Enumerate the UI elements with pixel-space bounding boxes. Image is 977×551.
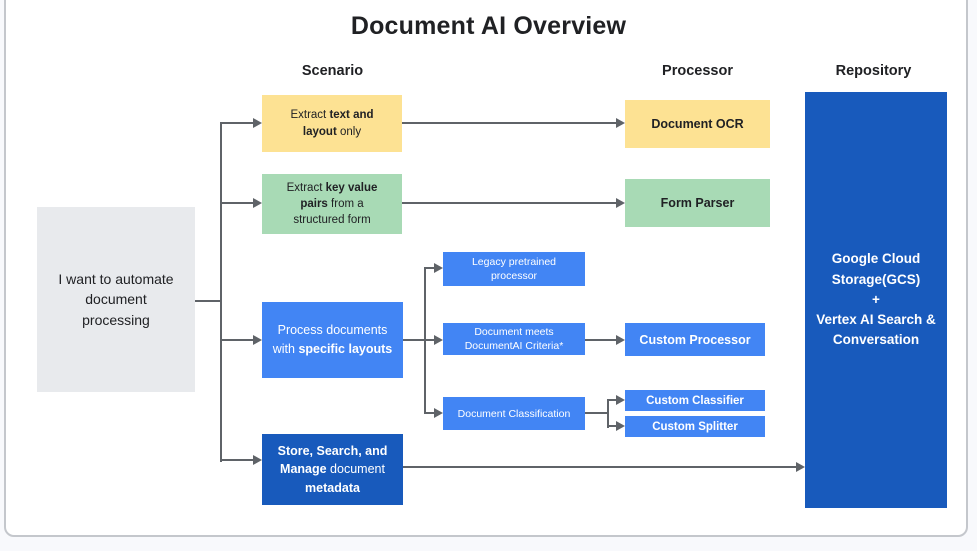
connector-trunk-to-extract-text <box>220 122 253 124</box>
connector-classification-out <box>585 412 609 414</box>
arrowhead-to-meets-criteria <box>434 335 443 345</box>
connector-to-legacy <box>424 267 434 269</box>
arrowhead-to-form-parser <box>616 198 625 208</box>
arrowhead-to-store-search <box>253 455 262 465</box>
repository-line-plus: + <box>872 291 880 307</box>
scenario-store-search-manage-box: Store, Search, and Manage document metad… <box>262 434 403 505</box>
connector-store-to-repository <box>403 466 796 468</box>
connector-sub-trunk <box>424 267 426 414</box>
arrowhead-to-document-ocr <box>616 118 625 128</box>
arrowhead-to-custom-processor <box>616 335 625 345</box>
arrowhead-to-process-docs <box>253 335 262 345</box>
connector-fork-to-splitter <box>607 425 616 427</box>
connector-to-classification <box>424 412 434 414</box>
connector-classification-fork <box>607 399 609 428</box>
processor-custom-classifier-box: Custom Classifier <box>625 390 765 411</box>
arrowhead-to-extract-kv <box>253 198 262 208</box>
connector-fork-to-classifier <box>607 399 616 401</box>
column-header-processor: Processor <box>662 63 733 79</box>
arrowhead-to-repository <box>796 462 805 472</box>
column-header-scenario: Scenario <box>301 63 364 79</box>
document-classification-box: Document Classification <box>443 397 585 430</box>
connector-intent-to-trunk <box>195 300 221 302</box>
connector-meets-to-custom-processor <box>585 339 616 341</box>
connector-trunk-to-store-search <box>220 459 253 461</box>
arrowhead-to-custom-classifier <box>616 395 625 405</box>
arrowhead-to-legacy <box>434 263 443 273</box>
processor-document-ocr-box: Document OCR <box>625 100 770 148</box>
connector-main-trunk <box>220 122 222 462</box>
connector-extract-text-to-ocr <box>402 122 616 124</box>
scenario-extract-key-value-box: Extract key value pairs from a structure… <box>262 174 402 234</box>
scenario-process-documents-box: Process documents with specific layouts <box>262 302 403 378</box>
connector-trunk-to-extract-kv <box>220 202 253 204</box>
arrowhead-to-extract-text <box>253 118 262 128</box>
column-header-repository: Repository <box>835 63 912 79</box>
repository-google-cloud-box: Google Cloud Storage(GCS) + Vertex AI Se… <box>805 92 947 508</box>
connector-trunk-to-process-docs <box>220 339 253 341</box>
legacy-pretrained-processor-box: Legacy pretrained processor <box>443 252 585 286</box>
repository-line-gcs: Google Cloud Storage(GCS) <box>831 251 921 287</box>
scenario-extract-text-layout-box: Extract text and layout only <box>262 95 402 152</box>
arrowhead-to-classification <box>434 408 443 418</box>
connector-process-docs-out <box>403 339 434 341</box>
arrowhead-to-custom-splitter <box>616 421 625 431</box>
processor-custom-processor-box: Custom Processor <box>625 323 765 356</box>
connector-extract-kv-to-form-parser <box>402 202 616 204</box>
intent-box: I want to automate document processing <box>37 207 195 392</box>
document-meets-criteria-box: Document meets DocumentAI Criteria* <box>443 323 585 355</box>
processor-custom-splitter-box: Custom Splitter <box>625 416 765 437</box>
processor-form-parser-box: Form Parser <box>625 179 770 227</box>
repository-line-vertex: Vertex AI Search & Conversation <box>816 312 936 348</box>
diagram-title: Document AI Overview <box>350 12 627 40</box>
